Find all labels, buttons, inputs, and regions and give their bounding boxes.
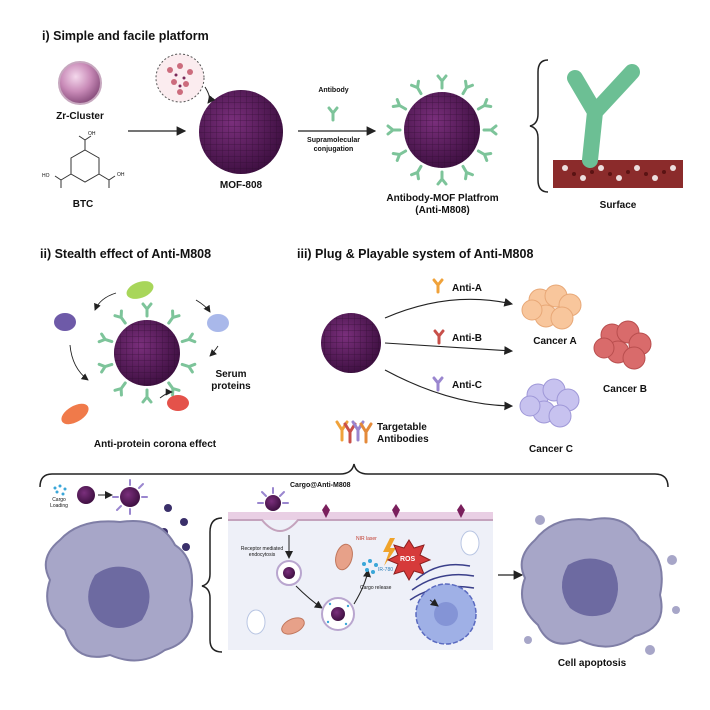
surface-label: Surface: [599, 200, 637, 211]
btc-oh-right: OH: [117, 172, 125, 178]
targetable-antibodies-icon: [335, 420, 373, 444]
cancer-b-label: Cancer B: [603, 384, 647, 395]
apoptotic-cell: [520, 515, 680, 655]
arrow-to-cancer-c: [384, 369, 514, 411]
section-2-title: ii) Stealth effect of Anti-M808: [40, 247, 212, 261]
plug-mof-particle: [321, 313, 381, 373]
mof-structure-inset: [155, 53, 205, 103]
arrow-to-cancer-b: [384, 342, 514, 355]
loaded-particle: [112, 479, 148, 515]
antibody-label: Antibody: [318, 87, 349, 94]
conjugation-label-2: conjugation: [313, 146, 354, 153]
protein-green: [126, 281, 154, 299]
free-particle-1: [164, 504, 172, 512]
section-1-title: i) Simple and facile platform: [42, 29, 209, 43]
zr-cluster-label: Zr-Cluster: [56, 111, 104, 122]
conjugation-label-1: Supramolecular: [307, 137, 360, 144]
surface-brace: [529, 59, 549, 193]
mechanism-panel: [228, 487, 493, 650]
corona-label: Anti-protein corona effect: [93, 439, 217, 450]
free-particle-2: [180, 518, 188, 526]
cargo-dots-icon: [53, 484, 67, 496]
laser-bolt-icon: [383, 538, 396, 566]
platform-label-2: (Anti-M808): [415, 205, 470, 216]
targetable-label-2: Antibodies: [377, 434, 429, 445]
anti-a-label: Anti-A: [452, 283, 482, 294]
cancer-b-cluster: [593, 320, 652, 370]
cancer-a-cluster: [521, 284, 582, 330]
antibody-mof-platform: [386, 74, 498, 186]
stealth-particle: [97, 302, 197, 404]
btc-oh-top: OH: [88, 131, 96, 137]
btc-oh-left: HO: [42, 173, 50, 179]
arrow-to-cancer-a: [384, 298, 514, 319]
ros-label: ROS: [400, 556, 416, 563]
protein-red: [167, 395, 189, 411]
anti-b-antibody-icon: [433, 329, 445, 345]
serum-label-2: proteins: [211, 381, 251, 392]
cargo-title-label: Cargo@Anti-M808: [290, 482, 351, 489]
btc-label: BTC: [72, 199, 94, 210]
section-3-title: iii) Plug & Playable system of Anti-M808: [297, 247, 534, 261]
receptor-label-2: endocytosis: [248, 552, 276, 558]
protein-orange: [61, 403, 89, 425]
cancer-a-label: Cancer A: [533, 336, 577, 347]
anti-a-antibody-icon: [432, 278, 444, 294]
bottom-brace: [39, 463, 669, 488]
apoptosis-label: Cell apoptosis: [557, 658, 627, 669]
protein-blue: [207, 314, 229, 332]
serum-label-1: Serum: [215, 369, 247, 380]
anti-c-label: Anti-C: [452, 380, 482, 391]
nir-laser-label: NIR laser: [356, 536, 377, 542]
surface-illustration: [553, 64, 683, 188]
antibody-icon: [327, 106, 339, 122]
cancer-c-label: Cancer C: [529, 444, 573, 455]
ic780-label: IR-780: [378, 567, 394, 573]
cargo-loading-label-1: Cargo: [52, 497, 66, 503]
cargo-release-label: Cargo release: [360, 585, 392, 591]
cargo-loading-label-2: Loading: [50, 503, 68, 509]
mof-808-label: MOF-808: [219, 180, 263, 191]
platform-label-1: Antibody-MOF Platfrom: [386, 193, 499, 204]
ros-burst-icon: [386, 539, 432, 582]
loading-mof: [77, 486, 95, 504]
cancer-c-cluster: [519, 378, 580, 428]
zr-cluster-sphere: [58, 61, 102, 105]
btc-molecule: [54, 135, 116, 188]
mechanism-brace: [201, 517, 223, 653]
targetable-label-1: Targetable: [377, 422, 427, 433]
protein-purple: [54, 313, 76, 331]
free-particle-4: [182, 543, 190, 551]
anti-b-label: Anti-B: [452, 333, 482, 344]
receptor-label-1: Receptor mediated: [240, 546, 284, 552]
anti-c-antibody-icon: [432, 376, 444, 392]
